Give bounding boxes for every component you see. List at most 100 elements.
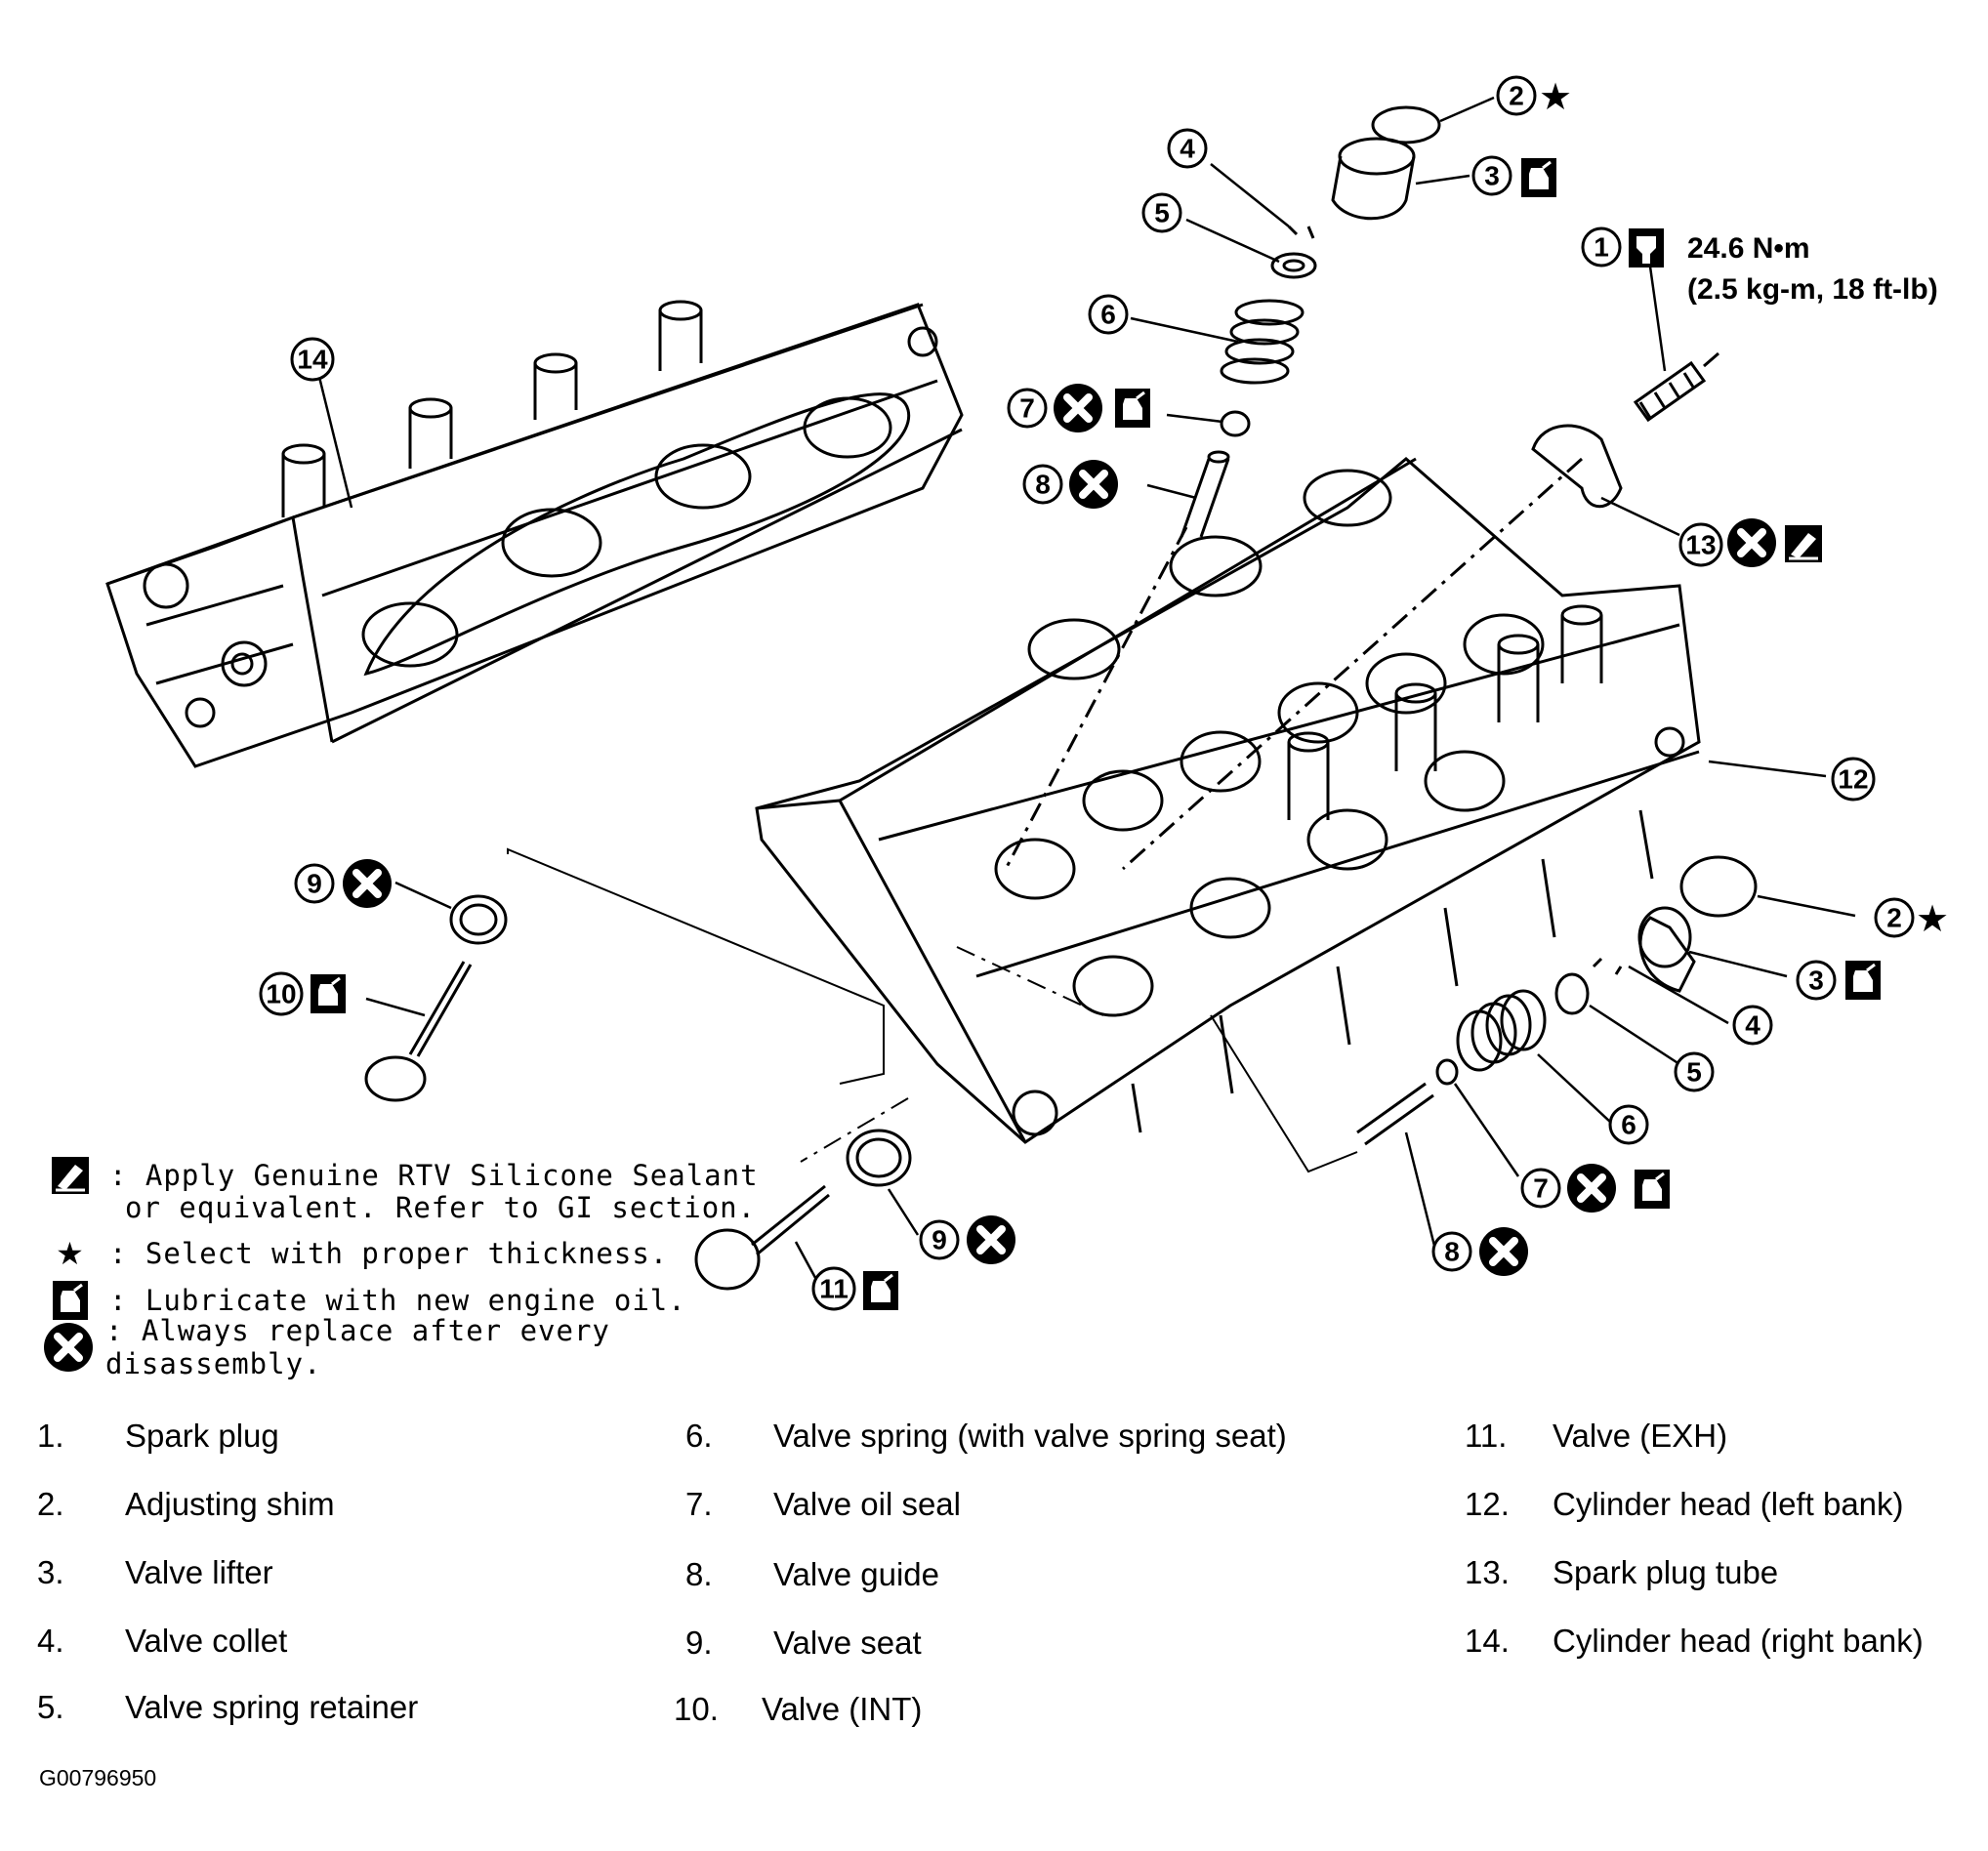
callout-3-lower: 3 xyxy=(1796,960,1837,1001)
part-item: 6.Valve spring (with valve spring seat) xyxy=(685,1418,1287,1454)
callout-13: 13 xyxy=(1678,522,1723,567)
symbol-legend: : Apply Genuine RTV Silicone Sealant or … xyxy=(43,1152,785,1380)
cylinder-head-right-bank xyxy=(105,300,964,768)
sealant-icon xyxy=(1783,523,1824,564)
callout-4-upper: 4 xyxy=(1167,128,1208,169)
callout-3-upper: 3 xyxy=(1471,155,1512,196)
callout-8-upper: 8 xyxy=(1022,464,1063,505)
callout-8-lower: 8 xyxy=(1431,1231,1472,1272)
valve-seat-exh xyxy=(846,1129,912,1187)
svg-text:7: 7 xyxy=(1533,1173,1549,1204)
svg-text:4: 4 xyxy=(1180,134,1195,164)
svg-text:2: 2 xyxy=(1886,903,1902,933)
parts-lower-stack xyxy=(1210,855,1758,1173)
callout-9-int: 9 xyxy=(294,863,335,904)
valve-oil-seal-upper xyxy=(1220,410,1251,437)
legend-item-oil: : Lubricate with new engine oil. xyxy=(43,1277,785,1324)
part-item: 11.Valve (EXH) xyxy=(1465,1418,1728,1454)
adjusting-shim-lower xyxy=(1679,855,1758,918)
part-item: 14.Cylinder head (right bank) xyxy=(1465,1623,1924,1659)
oil-can-icon xyxy=(1843,959,1883,1002)
adjusting-shim-upper xyxy=(1371,105,1441,144)
parts-list: 1.Spark plug 2.Adjusting shim 3.Valve li… xyxy=(0,1418,1988,1749)
parts-upper-stack xyxy=(1004,105,1719,871)
exploded-view-diagram: 2 3 4 5 6 7 8 1 13 14 12 9 10 2 3 4 5 6 … xyxy=(105,75,1949,1312)
part-item: 1.Spark plug xyxy=(37,1418,279,1454)
replace-icon xyxy=(343,859,392,908)
valve-int xyxy=(364,961,473,1102)
svg-text:12: 12 xyxy=(1838,764,1868,795)
callout-9-exh: 9 xyxy=(919,1219,960,1260)
svg-text:2: 2 xyxy=(1509,81,1524,111)
valve-spring-upper xyxy=(1220,299,1305,385)
legend-text: : Apply Genuine RTV Silicone Sealant xyxy=(109,1159,759,1192)
legend-item-star: ★ : Select with proper thickness. xyxy=(43,1230,785,1277)
valve-oil-seal-lower xyxy=(1435,1058,1459,1086)
legend-text-continued: or equivalent. Refer to GI section. xyxy=(125,1191,757,1224)
svg-text:11: 11 xyxy=(819,1274,849,1304)
legend-text: : Select with proper thickness. xyxy=(109,1237,669,1270)
callout-12: 12 xyxy=(1831,757,1876,802)
svg-text:9: 9 xyxy=(932,1225,947,1255)
spark-plug xyxy=(1633,351,1719,423)
callout-7-lower: 7 xyxy=(1520,1168,1561,1209)
callout-6-lower: 6 xyxy=(1608,1104,1649,1145)
oil-can-icon xyxy=(43,1280,98,1321)
svg-text:6: 6 xyxy=(1621,1110,1636,1140)
valve-seat-int xyxy=(449,894,508,945)
replace-icon xyxy=(1727,518,1776,567)
callout-symbols: ★ 24.6 N•m (2.5 kg-m, 18 ft-lb) ★ xyxy=(309,75,1949,1312)
star-icon: ★ xyxy=(56,1235,85,1272)
replace-icon xyxy=(1069,460,1118,509)
svg-text:5: 5 xyxy=(1686,1057,1702,1088)
svg-text:7: 7 xyxy=(1019,393,1035,424)
callout-2-lower: 2 xyxy=(1874,897,1915,938)
legend-item-sealant: : Apply Genuine RTV Silicone Sealant xyxy=(43,1152,785,1199)
valve-spring-retainer-upper xyxy=(1270,252,1317,279)
svg-text:3: 3 xyxy=(1808,966,1824,996)
part-item: 10.Valve (INT) xyxy=(674,1691,923,1727)
callout-7-upper: 7 xyxy=(1007,388,1048,429)
replace-icon xyxy=(43,1328,94,1367)
valve-guide-lower xyxy=(1356,1082,1434,1146)
oil-can-icon xyxy=(861,1269,900,1312)
cylinder-head-left-bank xyxy=(755,457,1701,1144)
part-item: 12.Cylinder head (left bank) xyxy=(1465,1486,1904,1522)
svg-text:13: 13 xyxy=(1685,530,1716,560)
parts-left-valves xyxy=(364,847,1104,1291)
callout-2-upper: 2 xyxy=(1496,75,1537,116)
svg-text:1: 1 xyxy=(1594,232,1609,263)
part-item: 13.Spark plug tube xyxy=(1465,1554,1779,1590)
svg-text:10: 10 xyxy=(266,979,296,1009)
svg-text:8: 8 xyxy=(1444,1237,1460,1267)
legend-text: : Lubricate with new engine oil. xyxy=(109,1284,686,1317)
oil-can-icon xyxy=(1113,387,1152,430)
valve-guide-upper xyxy=(1180,458,1230,538)
part-item: 9.Valve seat xyxy=(685,1625,922,1661)
svg-text:4: 4 xyxy=(1745,1010,1760,1041)
star-icon: ★ xyxy=(1916,897,1949,940)
callout-6-upper: 6 xyxy=(1088,294,1129,335)
part-item: 4.Valve collet xyxy=(37,1623,288,1659)
valve-spring-retainer-lower xyxy=(1554,972,1590,1015)
svg-text:8: 8 xyxy=(1035,470,1051,500)
torque-value: 24.6 N•m xyxy=(1687,232,1810,265)
svg-text:9: 9 xyxy=(307,869,322,899)
part-item: 7.Valve oil seal xyxy=(685,1486,961,1522)
oil-can-icon xyxy=(1519,156,1558,199)
legend-text: : Always replace after every disassembly… xyxy=(105,1314,610,1380)
svg-text:3: 3 xyxy=(1484,161,1500,191)
callout-4-lower: 4 xyxy=(1732,1005,1773,1046)
callout-5-upper: 5 xyxy=(1141,192,1182,233)
callout-14: 14 xyxy=(290,337,335,382)
torque-wrench-icon xyxy=(1629,228,1664,267)
part-item: 5.Valve spring retainer xyxy=(37,1689,419,1725)
svg-text:14: 14 xyxy=(297,345,328,375)
callout-5-lower: 5 xyxy=(1674,1051,1715,1092)
replace-icon xyxy=(1054,384,1102,432)
replace-icon xyxy=(1567,1164,1616,1213)
part-item: 8.Valve guide xyxy=(685,1556,940,1592)
legend-item-replace: : Always replace after every disassembly… xyxy=(43,1314,785,1380)
part-item: 3.Valve lifter xyxy=(37,1554,273,1590)
replace-icon xyxy=(1479,1227,1528,1276)
